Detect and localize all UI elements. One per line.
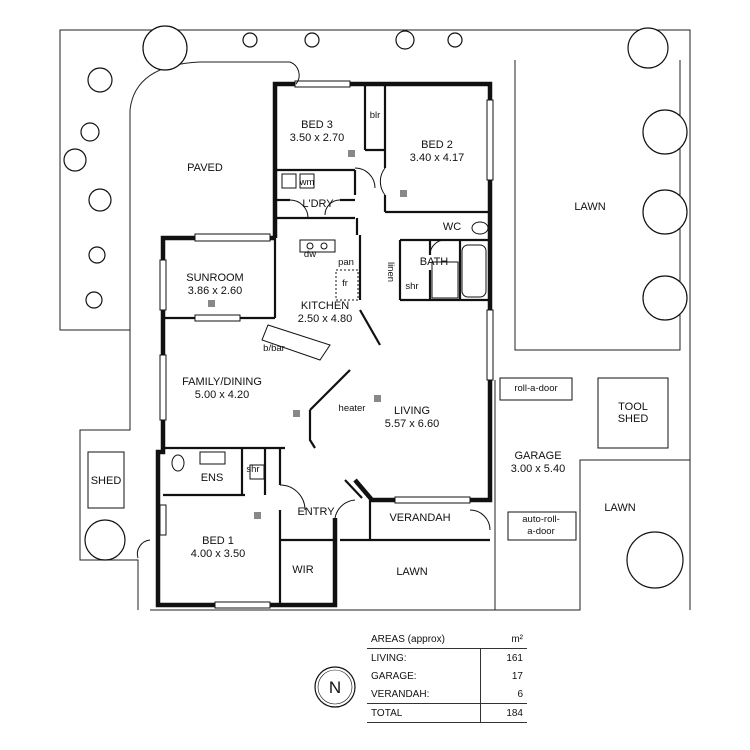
tree-icon	[88, 188, 112, 212]
room-living-name: LIVING	[393, 405, 431, 417]
room-family-dims: 5.00 x 4.20	[194, 389, 250, 401]
room-bed2-dims: 3.40 x 4.17	[409, 152, 465, 164]
interior-walls	[163, 84, 490, 605]
room-garage-name: GARAGE	[514, 450, 562, 462]
label-lawn-s: LAWN	[396, 566, 428, 578]
room-garage-dims: 3.00 x 5.40	[510, 463, 566, 475]
vent-markers	[208, 150, 407, 519]
area-label: LIVING:	[367, 648, 481, 667]
tree-icon	[87, 67, 113, 93]
tree-icon	[88, 246, 106, 264]
room-bed3-name: BED 3	[301, 119, 333, 131]
site-boundary	[59, 29, 691, 611]
compass-letter: N	[329, 678, 341, 697]
label-wc: WC	[442, 221, 462, 233]
label-lawn-ne: LAWN	[574, 201, 606, 213]
garage-outline	[87, 377, 669, 541]
label-shr-ens: shr	[246, 464, 260, 475]
label-paved: PAVED	[187, 162, 223, 174]
room-bed2-name: BED 2	[421, 139, 453, 151]
tree-icon	[304, 32, 320, 48]
label-lawn-se: LAWN	[604, 502, 636, 514]
areas-table: AREAS (approx) m² LIVING: 161 GARAGE: 17…	[367, 630, 527, 730]
label-wir: WIR	[292, 564, 314, 576]
area-label: GARAGE:	[371, 670, 417, 682]
tree-icon	[642, 189, 688, 235]
tree-icon	[626, 531, 684, 589]
label-fr: fr	[342, 278, 348, 289]
area-label: VERANDAH:	[371, 688, 430, 700]
table-row: VERANDAH: 6	[367, 685, 527, 704]
label-shr-bath: shr	[405, 281, 419, 292]
room-bed3-dims: 3.50 x 2.70	[289, 132, 345, 144]
label-tool-shed-1: TOOL	[618, 401, 648, 413]
room-kitchen-name: KITCHEN	[300, 300, 350, 312]
north-compass: N	[314, 666, 356, 708]
label-entry: ENTRY	[297, 506, 335, 518]
room-family-name: FAMILY/DINING	[182, 376, 262, 388]
tree-icon	[627, 27, 669, 69]
label-linen: linen	[385, 261, 396, 283]
windows	[159, 80, 494, 609]
tree-icon	[80, 122, 100, 142]
tree-icon	[142, 25, 188, 71]
table-row: LIVING: 161	[367, 648, 527, 667]
table-row: GARAGE: 17	[367, 667, 527, 685]
label-heater: heater	[338, 403, 366, 414]
trees	[63, 25, 688, 589]
tree-icon	[642, 109, 688, 155]
fixtures	[171, 173, 489, 480]
area-value: 17	[480, 667, 527, 685]
label-auto-roll-2: a-door	[527, 526, 555, 537]
doors	[136, 61, 491, 559]
label-ldry: L'DRY	[302, 198, 334, 210]
room-kitchen-dims: 2.50 x 4.80	[297, 313, 353, 325]
label-tool-shed-2: SHED	[617, 413, 649, 425]
tree-icon	[85, 291, 103, 309]
label-dw: dw	[303, 249, 317, 260]
room-bed1-dims: 4.00 x 3.50	[190, 548, 246, 560]
area-value: 6	[480, 685, 527, 704]
label-auto-roll-1: auto-roll-	[522, 514, 560, 525]
label-roll-a-door: roll-a-door	[514, 383, 558, 394]
label-wm: wm	[299, 177, 315, 188]
area-total-value: 184	[480, 703, 527, 723]
label-ens: ENS	[200, 472, 224, 484]
table-row-total: TOTAL 184	[367, 703, 527, 723]
tree-icon	[642, 275, 688, 321]
room-bed1-name: BED 1	[202, 535, 234, 547]
label-shed: SHED	[90, 475, 122, 487]
area-value: 161	[480, 648, 527, 667]
room-living-dims: 5.57 x 6.60	[384, 418, 440, 430]
tree-icon	[447, 32, 463, 48]
areas-unit: m²	[511, 633, 523, 645]
room-sunroom-dims: 3.86 x 2.60	[187, 285, 243, 297]
area-total-label: TOTAL	[367, 703, 481, 723]
label-bbar: b/bar	[263, 343, 285, 354]
room-sunroom-name: SUNROOM	[186, 272, 244, 284]
areas-title: AREAS (approx)	[371, 633, 445, 645]
tree-icon	[63, 148, 87, 172]
label-pan: pan	[338, 257, 354, 268]
label-blr: blr	[369, 110, 381, 121]
label-verandah: VERANDAH	[389, 512, 451, 524]
tree-icon	[395, 30, 415, 50]
label-bath: BATH	[419, 256, 449, 268]
tree-icon	[84, 519, 126, 561]
tree-icon	[242, 32, 258, 48]
